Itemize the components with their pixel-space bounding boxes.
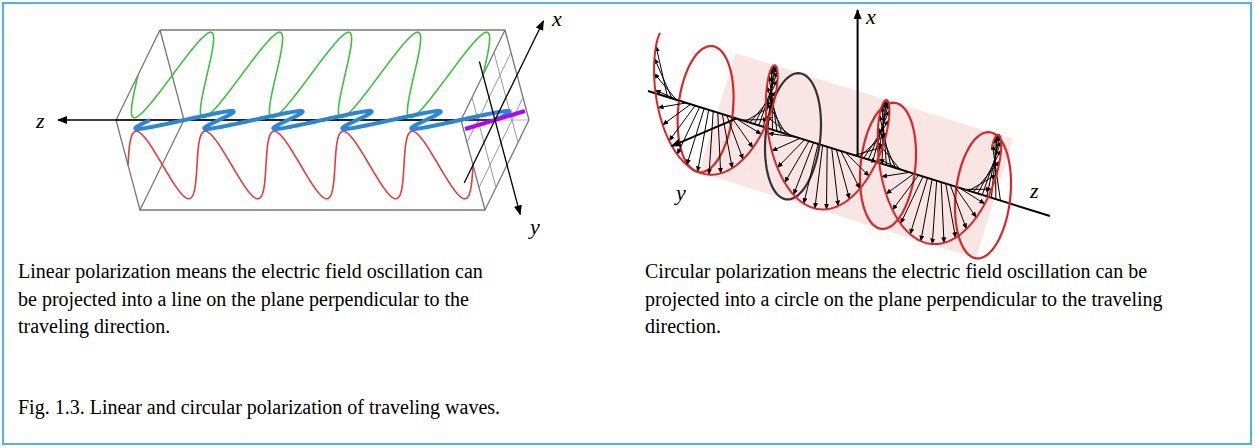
axis-label: y xyxy=(676,178,686,208)
field-vector xyxy=(832,148,838,206)
linear-wave-figure xyxy=(58,21,543,215)
field-vector xyxy=(709,112,713,175)
prism-edge xyxy=(160,29,505,30)
field-vector xyxy=(910,178,927,234)
helix xyxy=(654,33,1001,244)
field-circle xyxy=(765,73,821,199)
field-vector xyxy=(878,142,901,169)
field-vector xyxy=(836,150,849,199)
axis-label: x xyxy=(552,4,562,34)
field-vector xyxy=(964,189,992,190)
projection-wave xyxy=(128,131,473,199)
y-axis xyxy=(672,119,736,147)
field-vector xyxy=(698,110,709,172)
axis-label: x xyxy=(866,2,876,32)
description-text: Circular polarization means the electric… xyxy=(645,258,1165,341)
field-vector xyxy=(669,106,695,141)
field-circle xyxy=(678,46,734,172)
y-axis xyxy=(479,62,520,215)
field-vector xyxy=(804,144,818,203)
field-vector xyxy=(959,188,984,204)
field-vector xyxy=(794,143,814,195)
field-vector xyxy=(663,104,691,124)
electric-field-wave xyxy=(135,111,509,129)
field-vector xyxy=(731,117,752,148)
field-vector xyxy=(736,119,761,135)
figure-caption: Fig. 1.3. Linear and circular polarizati… xyxy=(18,396,1218,419)
field-vector xyxy=(886,174,914,194)
x-axis xyxy=(857,10,859,156)
axis-label: y xyxy=(530,212,540,242)
field-circle xyxy=(955,132,1011,258)
field-vector xyxy=(955,187,976,218)
field-vector xyxy=(815,146,823,209)
field-vector xyxy=(921,179,932,241)
field-vector xyxy=(892,175,918,210)
field-vector xyxy=(881,172,909,176)
axis-label: z xyxy=(36,106,45,136)
field-vector xyxy=(768,133,795,137)
field-vector xyxy=(826,147,828,209)
field-vector xyxy=(658,103,686,108)
field-vector xyxy=(777,140,804,168)
field-vector xyxy=(654,73,677,100)
field-vector xyxy=(785,141,809,182)
projection-wave xyxy=(131,32,489,118)
z-axis xyxy=(648,91,1050,216)
x-axis xyxy=(464,21,543,183)
field-vector xyxy=(718,113,721,173)
field-vector xyxy=(767,86,782,132)
field-vector xyxy=(901,177,923,224)
prism-edge xyxy=(140,209,485,210)
field-vector xyxy=(654,58,672,98)
field-vector xyxy=(741,119,769,120)
description-text: Linear polarization means the electric f… xyxy=(18,258,498,341)
field-vector xyxy=(766,116,791,136)
circular-wave-figure xyxy=(648,10,1050,258)
axis-label: z xyxy=(1030,176,1039,206)
field-vector xyxy=(879,159,905,171)
field-vector xyxy=(946,184,956,238)
field-vector xyxy=(932,181,936,244)
field-vector xyxy=(941,182,944,242)
field-vector xyxy=(677,107,699,154)
field-vector xyxy=(655,90,681,102)
field-vector xyxy=(656,46,668,97)
